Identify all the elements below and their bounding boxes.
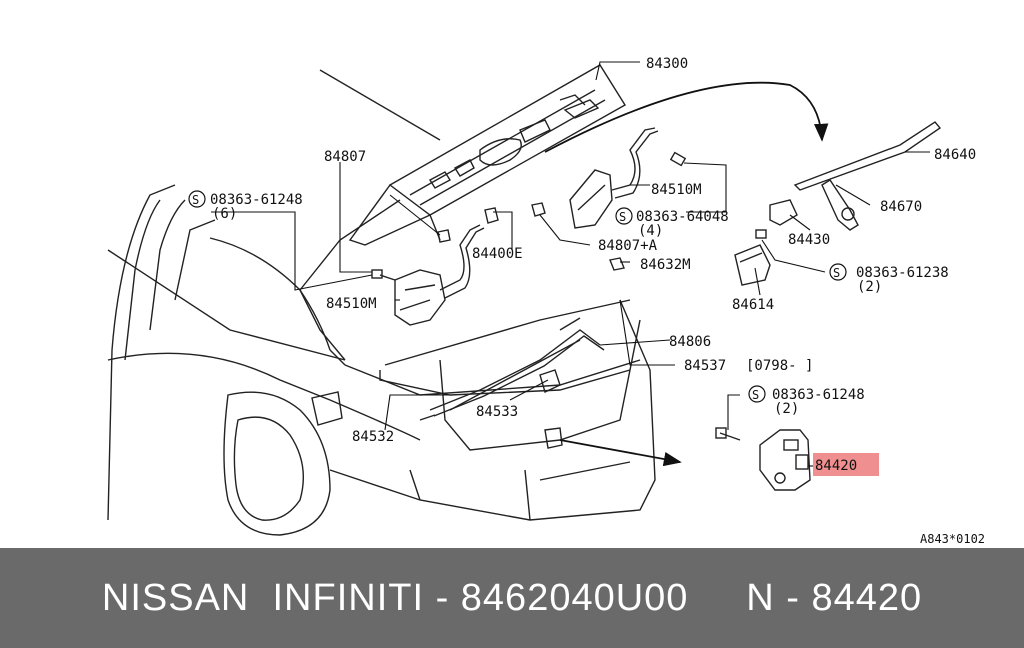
part-label-84632m: 84632M — [640, 257, 691, 273]
part-label-84430: 84430 — [788, 232, 830, 248]
part-label-08363-61238: 08363-61238 — [856, 265, 949, 281]
part-label-84400e: 84400E — [472, 246, 523, 262]
hinge-left — [371, 224, 485, 326]
date-range-label: [0798- ] — [746, 358, 813, 374]
part-label-84510m-right: 84510M — [651, 182, 702, 198]
part-label-08363-61248-bottom: 08363-61248 — [772, 387, 865, 403]
quantity-label-6: (6) — [212, 206, 237, 222]
leader-lines — [211, 61, 930, 467]
trunk-lid — [299, 64, 626, 361]
s-markers — [188, 190, 847, 403]
quantity-label-2: (2) — [857, 279, 882, 295]
part-label-84420: 84420 — [815, 458, 857, 474]
quantity-label-2: (2) — [774, 401, 799, 417]
arrow-to-latch — [559, 439, 682, 467]
s-marker: S — [833, 266, 840, 280]
part-label-08363-64048: 08363-64048 — [636, 209, 729, 225]
part-label-84806: 84806 — [669, 334, 711, 350]
part-label-84670: 84670 — [880, 199, 922, 215]
part-label-84510m-left: 84510M — [326, 296, 377, 312]
part-label-84807: 84807 — [324, 149, 366, 165]
quantity-label-4: (4) — [638, 223, 663, 239]
highlight-84420 — [813, 453, 879, 476]
small-parts — [437, 121, 942, 491]
part-label-84807a: 84807+A — [598, 238, 658, 254]
arrow-lid-to-rod — [544, 81, 829, 153]
part-label-84614: 84614 — [732, 297, 774, 313]
part-number-caption: NISSAN INFINITI - 8462040U00 N - 84420 — [101, 576, 923, 619]
cables — [419, 317, 605, 421]
s-marker: S — [192, 193, 199, 207]
hinge-right — [569, 127, 687, 229]
s-marker: S — [752, 388, 759, 402]
diagram-reference: A843*0102 — [920, 532, 985, 546]
parts-diagram: S S S S 84300 84640 84807 84510M 08363-6… — [107, 56, 985, 546]
part-label-84533: 84533 — [476, 404, 518, 420]
part-label-08363-61248-top: 08363-61248 — [210, 192, 303, 208]
part-label-84537: 84537 — [684, 358, 726, 374]
caption-bar: NISSAN INFINITI - 8462040U00 N - 84420 — [0, 548, 1024, 648]
part-label-84300: 84300 — [646, 56, 688, 72]
part-label-84640: 84640 — [934, 147, 976, 163]
s-marker: S — [619, 210, 626, 224]
part-label-84532: 84532 — [352, 429, 394, 445]
